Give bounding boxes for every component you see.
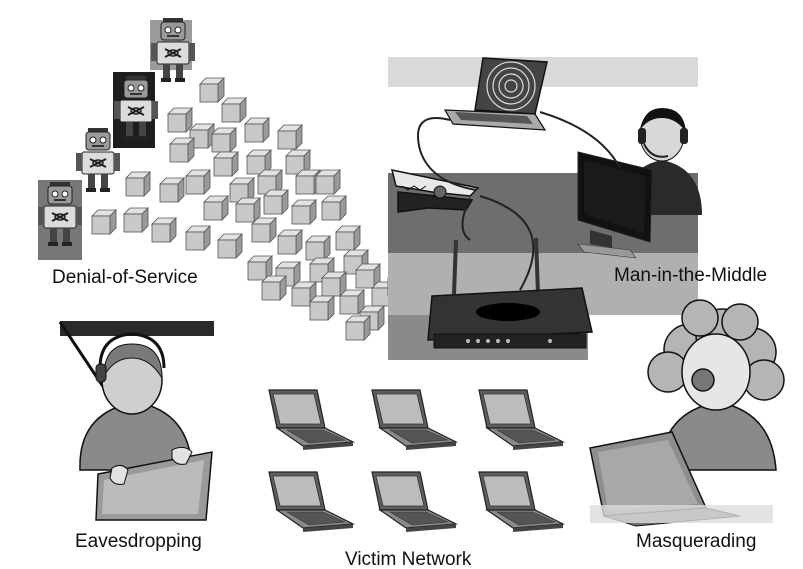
laptop-icon xyxy=(478,471,564,533)
alligator-clip-icon xyxy=(390,169,480,213)
masquerading-label: Masquerading xyxy=(636,531,757,552)
victim-laptops xyxy=(268,389,564,533)
man-in-the-middle-scene xyxy=(388,57,702,360)
wire xyxy=(417,111,621,291)
robot-army xyxy=(37,17,196,260)
laptop-icon xyxy=(371,389,457,451)
clown-masquerader-icon xyxy=(589,299,785,527)
laptop-icon xyxy=(371,471,457,533)
eavesdropper-icon xyxy=(58,321,214,521)
eavesdropping-label: Eavesdropping xyxy=(75,531,202,552)
victim-network-label: Victim Network xyxy=(345,549,472,569)
laptop-icon xyxy=(478,389,564,451)
monitor-icon xyxy=(577,151,653,259)
denial-of-service-label: Denial-of-Service xyxy=(52,267,198,288)
man-in-the-middle-label: Man-in-the-Middle xyxy=(614,265,768,286)
laptop-icon xyxy=(268,471,354,533)
laptop-icon xyxy=(443,57,548,131)
laptop-icon xyxy=(268,389,354,451)
router-icon xyxy=(427,237,593,349)
